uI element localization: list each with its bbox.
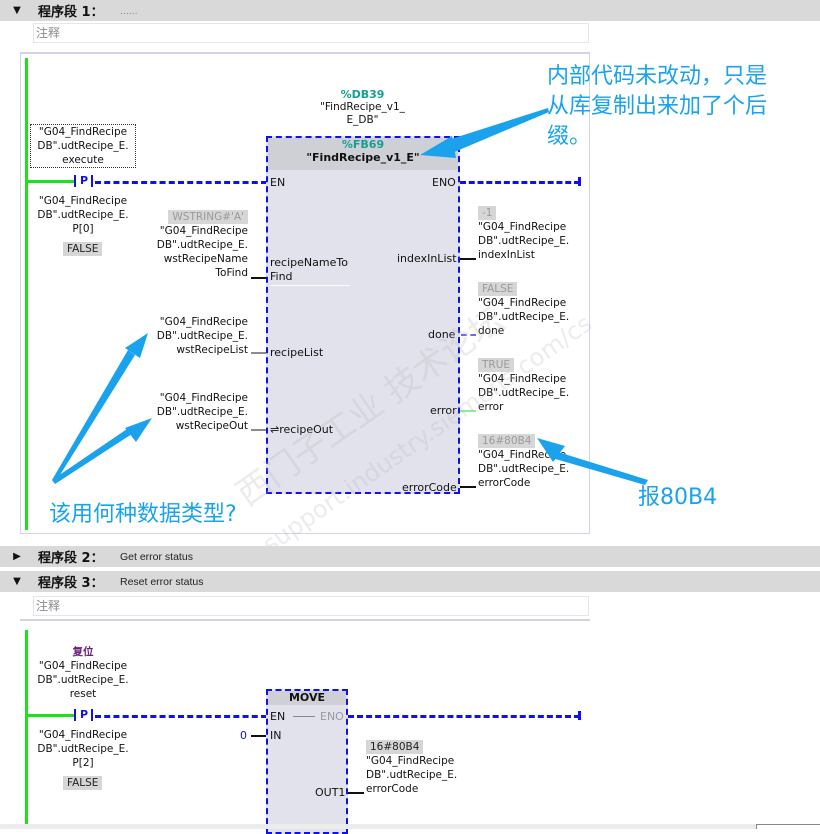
scroll-corner	[756, 824, 820, 829]
wire-end-tick	[578, 177, 581, 186]
annotation-top-right: 内部代码未改动，只是 从库复制出来加了个后 缀。	[547, 64, 768, 149]
instance-db-label[interactable]: %DB39 "FindRecipe_v1_ E_DB"	[320, 88, 405, 126]
annotation-bottom-left: 该用何种数据类型?	[49, 502, 237, 527]
collapse-triangle-icon[interactable]: ▼	[13, 5, 21, 16]
wire-recipeout	[251, 429, 266, 431]
pin-errorcode[interactable]: errorCode	[402, 481, 457, 494]
pin-eno[interactable]: ENO	[432, 176, 456, 189]
reset-contact-operand[interactable]: 复位 "G04_FindRecipe DB".udtRecipe_E. rese…	[37, 646, 129, 700]
network-label: 程序段 1：	[38, 5, 104, 20]
fb-header: %FB69 "FindRecipe_v1_E"	[268, 138, 458, 170]
wire-from-move-eno	[348, 715, 580, 718]
p-contact-symbol[interactable]: P	[80, 174, 89, 187]
edge-memory-value: FALSE	[63, 776, 103, 790]
contact-right-bar	[91, 175, 93, 187]
rail-wire	[25, 714, 75, 717]
move-in-value[interactable]: 0	[240, 729, 247, 742]
wire-error	[460, 410, 476, 412]
fb-address: %FB69	[341, 138, 385, 151]
wire-recipelist	[251, 352, 266, 354]
power-rail	[25, 630, 28, 826]
network-3-separator	[20, 619, 590, 621]
rail-wire	[25, 180, 75, 183]
move-pin-out1[interactable]: OUT1	[315, 786, 346, 799]
network-1-header[interactable]: ▼ 程序段 1： ......	[0, 0, 820, 21]
horizontal-scrollbar[interactable]	[0, 824, 756, 829]
output-done[interactable]: FALSE "G04_FindRecipe DB".udtRecipe_E. d…	[478, 282, 570, 337]
move-pin-in[interactable]: IN	[270, 729, 282, 742]
arrow-to-fb-name	[440, 108, 549, 153]
network-title[interactable]: Reset error status	[120, 575, 204, 588]
pin-underline	[270, 285, 350, 286]
network-title[interactable]: ......	[120, 4, 138, 17]
wire-move-in	[251, 735, 266, 737]
move-header: MOVE	[268, 691, 346, 705]
power-rail	[25, 58, 28, 530]
wire-recipenametofind	[251, 277, 266, 279]
arrowhead-fb-name	[420, 136, 456, 158]
move-name: MOVE	[288, 691, 326, 704]
fb-findrecipe-block[interactable]: %FB69 "FindRecipe_v1_E"	[266, 136, 460, 494]
edge-memory-value: FALSE	[63, 242, 103, 256]
wire-move-out	[348, 792, 364, 794]
output-errorcode[interactable]: 16#80B4 "G04_FindRecipe DB".udtRecipe_E.…	[478, 434, 570, 489]
contact-operand-box[interactable]	[30, 124, 136, 168]
expand-triangle-icon[interactable]: ▶	[13, 551, 21, 562]
input-operand-recipeout[interactable]: "G04_FindRecipe DB".udtRecipe_E. wstReci…	[156, 392, 248, 432]
contact-left-bar	[74, 175, 76, 187]
network-1-frame	[20, 54, 590, 534]
network-3-header[interactable]: ▼ 程序段 3： Reset error status	[0, 571, 820, 592]
arrow-to-recipelist	[52, 350, 135, 483]
pin-recipeout[interactable]: ⇌recipeOut	[270, 423, 334, 436]
p-contact-symbol[interactable]: P	[80, 708, 89, 721]
pin-recipelist[interactable]: recipeList	[270, 346, 324, 359]
arrowhead-recipelist	[125, 333, 148, 358]
wire-indexinlist	[460, 258, 476, 260]
input-operand-recipenametofind[interactable]: "G04_FindRecipe DB".udtRecipe_E. wstReci…	[156, 225, 248, 279]
edge-memory-operand[interactable]: "G04_FindRecipe DB".udtRecipe_E. P[2]	[37, 729, 129, 769]
contact-right-bar	[91, 709, 93, 721]
network-1-separator	[20, 52, 590, 54]
wire-from-eno	[460, 181, 580, 184]
pin-error[interactable]: error	[430, 404, 457, 417]
network-1-comment[interactable]: 注释	[33, 23, 589, 43]
arrowhead-recipeout	[125, 418, 152, 442]
wire-done	[461, 334, 476, 336]
output-error[interactable]: TRUE "G04_FindRecipe DB".udtRecipe_E. er…	[478, 358, 570, 413]
network-label: 程序段 3：	[38, 576, 104, 591]
input-operand-recipelist[interactable]: "G04_FindRecipe DB".udtRecipe_E. wstReci…	[156, 316, 248, 356]
network-2-header[interactable]: ▶ 程序段 2： Get error status	[0, 546, 820, 567]
move-pin-eno[interactable]: ENO	[320, 710, 344, 723]
output-indexinlist[interactable]: -1 "G04_FindRecipe DB".udtRecipe_E. inde…	[478, 206, 570, 261]
move-block[interactable]: MOVE	[266, 689, 348, 834]
fb-name: "FindRecipe_v1_E"	[306, 151, 420, 164]
wire-to-en	[95, 181, 267, 184]
contact-left-bar	[74, 709, 76, 721]
wire-end-tick	[578, 711, 581, 720]
network-1-bottom	[20, 533, 590, 534]
pin-recipenametofind[interactable]: recipeNameTo Find	[270, 256, 348, 283]
network-title[interactable]: Get error status	[120, 550, 193, 563]
move-out-operand[interactable]: 16#80B4 "G04_FindRecipe DB".udtRecipe_E.…	[366, 740, 458, 795]
network-3-comment[interactable]: 注释	[33, 596, 589, 616]
pin-done[interactable]: done	[428, 328, 456, 341]
network-label: 程序段 2：	[38, 551, 104, 566]
collapse-triangle-icon[interactable]: ▼	[13, 576, 21, 587]
pin-indexinlist[interactable]: indexInList	[397, 252, 457, 265]
arrowhead-errorcode	[537, 438, 565, 462]
pin-en[interactable]: EN	[270, 176, 286, 189]
move-pin-en[interactable]: EN	[270, 710, 286, 723]
wire-errorcode	[460, 486, 476, 488]
contact-operand[interactable]: "G04_FindRecipe DB".udtRecipe_E. execute	[37, 126, 129, 166]
wire-to-move-en	[95, 715, 267, 718]
annotation-bottom-right: 报80B4	[638, 485, 718, 510]
en-eno-line	[293, 716, 315, 717]
input-value-recipenametofind: WSTRING#'A'	[150, 210, 248, 224]
arrow-to-recipeout	[52, 427, 135, 484]
edge-memory-operand[interactable]: "G04_FindRecipe DB".udtRecipe_E. P[0]	[37, 195, 129, 235]
arrow-to-errorcode	[552, 452, 648, 485]
